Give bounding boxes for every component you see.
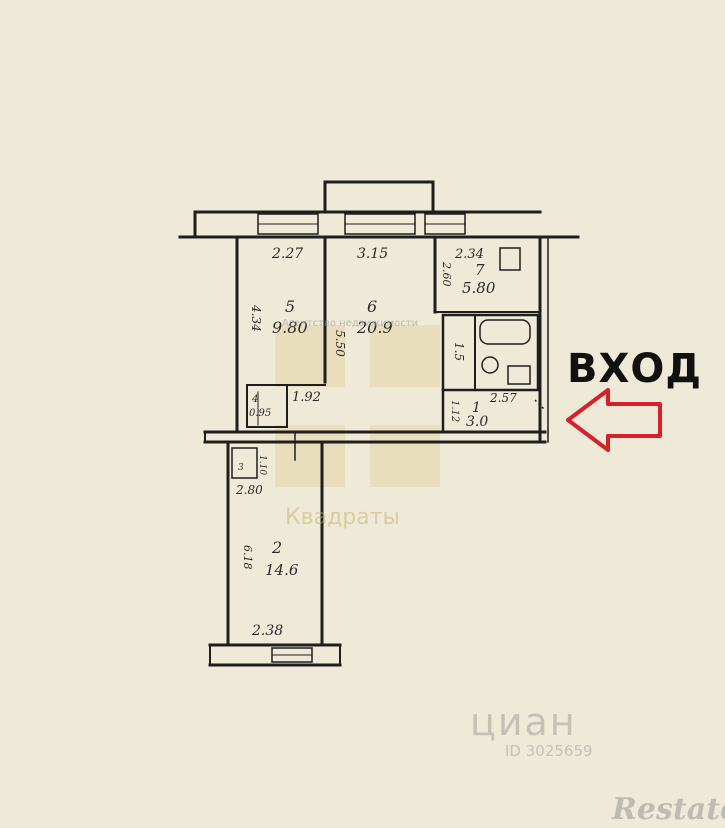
walls xyxy=(178,180,580,667)
room-2-height: 6.18 xyxy=(241,545,254,570)
room-1-height: 1.12 xyxy=(449,400,460,422)
room-5-number: 5 xyxy=(285,297,295,316)
logo-watermark xyxy=(275,325,440,487)
room-3-area: 2.80 xyxy=(235,483,263,497)
room-4-area: 0.95 xyxy=(249,408,271,419)
room-7-area: 5.80 xyxy=(462,279,496,297)
room-5-area: 9.80 xyxy=(272,318,308,337)
room-7-number: 7 xyxy=(475,261,485,279)
room-6-height: 5.50 xyxy=(333,330,347,357)
room-7-width: 2.34 xyxy=(454,247,484,262)
stove-icon xyxy=(499,247,521,271)
entrance-label: ВХОД xyxy=(567,346,702,392)
room-2-number: 2 xyxy=(271,538,282,557)
room-7-height: 2.60 xyxy=(440,261,453,287)
room-2-width: 2.38 xyxy=(251,623,283,639)
room-6-width: 3.15 xyxy=(357,246,388,262)
room-3-number: 3 xyxy=(238,463,244,473)
entrance-arrow-icon xyxy=(566,388,662,452)
cian-id-watermark: ID 3025659 xyxy=(505,742,593,760)
toilet-icon xyxy=(481,356,499,374)
room-6-area: 20.9 xyxy=(356,318,393,337)
bath-side-dimension: 1.5 xyxy=(452,342,466,361)
room-3-width: 1.10 xyxy=(257,455,267,475)
room-6-number: 6 xyxy=(367,297,377,316)
room-labels: 2.27 4.34 5 9.80 3.15 6 20.9 5.50 2.34 2… xyxy=(235,246,517,639)
fixtures xyxy=(479,247,546,411)
room-1-width: 2.57 xyxy=(489,391,517,405)
brand-watermark: Квадраты xyxy=(285,505,400,530)
room-1-number: 1 xyxy=(472,400,481,416)
corridor-dimension: 1.92 xyxy=(292,390,321,405)
cian-watermark: циан xyxy=(470,700,577,744)
room-1-area: 3.0 xyxy=(466,414,488,430)
agency-watermark: Агентство недвижимости xyxy=(282,318,418,329)
room-5-height: 4.34 xyxy=(249,304,263,332)
bathtub-icon xyxy=(479,319,531,345)
room-5-width: 2.27 xyxy=(271,246,303,262)
room-2-area: 14.6 xyxy=(265,561,299,579)
room-4-number: 4 xyxy=(251,394,258,405)
sink-icon xyxy=(507,365,531,385)
restate-watermark: Restate xyxy=(612,792,725,827)
